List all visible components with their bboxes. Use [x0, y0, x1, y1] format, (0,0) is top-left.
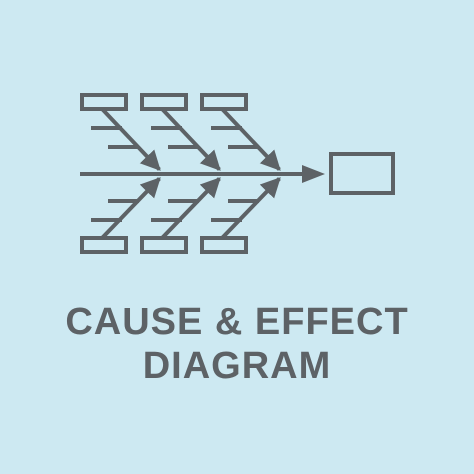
cause-box-bottom-3 [200, 236, 248, 254]
title-line-2: DIAGRAM [142, 345, 332, 387]
diagram-title: CAUSE & EFFECT DIAGRAM [0, 300, 474, 388]
spine-arrowhead [302, 165, 325, 183]
cause-box-bottom-2 [140, 236, 188, 254]
bone-bottom-3 [221, 177, 281, 239]
bone-top-2 [161, 108, 221, 171]
fishbone-diagram-icon [80, 93, 395, 254]
title-line-1: CAUSE & EFFECT [65, 301, 409, 343]
bone-bottom-2 [161, 177, 221, 239]
cause-box-top-2 [140, 93, 188, 111]
effect-box [329, 152, 395, 195]
cause-box-top-1 [80, 93, 128, 111]
bone-top-1 [101, 108, 161, 171]
cause-box-top-3 [200, 93, 248, 111]
bone-top-3 [221, 108, 281, 171]
bone-bottom-1 [101, 177, 161, 239]
cause-box-bottom-1 [80, 236, 128, 254]
